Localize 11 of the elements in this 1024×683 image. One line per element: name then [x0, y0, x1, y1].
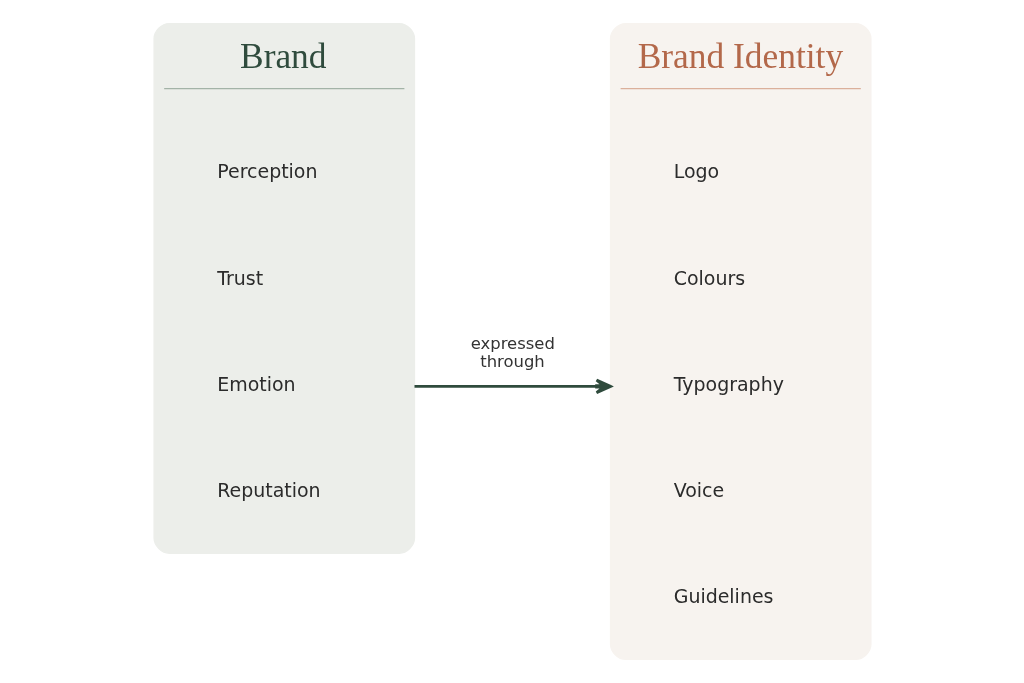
node-text: Emotion — [216, 372, 296, 395]
node-text: Guidelines — [673, 585, 773, 608]
node-text: Colours — [673, 266, 745, 289]
node-text: Typography — [673, 372, 784, 395]
arrow — [414, 378, 612, 395]
edge-label: expressed through — [470, 333, 555, 371]
node-text: Trust — [216, 266, 263, 289]
node-text: Voice — [673, 479, 724, 502]
node-text: Perception — [216, 160, 317, 183]
node-text: Reputation — [216, 479, 321, 502]
node-text: Logo — [673, 160, 719, 183]
